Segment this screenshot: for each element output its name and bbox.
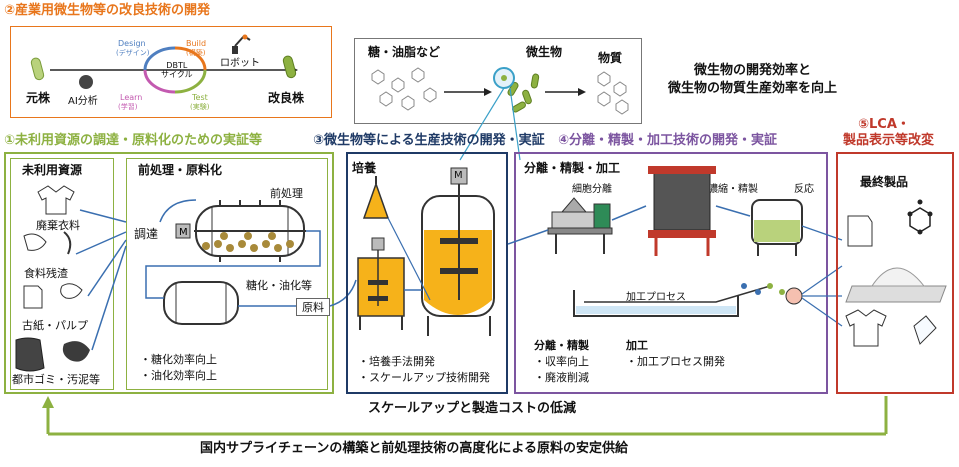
dbtl-box	[10, 26, 332, 118]
learn-jp-label: (学習)	[118, 103, 138, 111]
robot-label: ロボット	[220, 58, 260, 69]
improved-strain-label: 改良株	[268, 91, 305, 105]
test-jp-label: (実験)	[190, 103, 210, 111]
raw-material-label: 原料	[302, 301, 324, 314]
build-jp-label: (構築)	[186, 49, 206, 57]
separation-bullets: 収率向上 廃液削減	[534, 354, 589, 386]
dbtl-label: DBTL サイクル	[161, 61, 193, 79]
section3-bullets: 培養手法開発 スケールアップ技術開発	[358, 354, 490, 386]
microbe-label: 微生物	[526, 45, 563, 59]
processing-bullets: 加工プロセス開発	[626, 354, 725, 370]
bullet-culture-method: 培養手法開発	[358, 354, 490, 370]
bullet-liquefaction: 油化効率向上	[140, 368, 217, 384]
substance-label: 物質	[598, 51, 623, 65]
section5-title-line2: 製品表示等改変	[843, 133, 935, 148]
pretreat-box	[126, 158, 328, 390]
resource-paper: 古紙・パルプ	[22, 319, 88, 332]
reaction-label: 反応	[794, 184, 814, 195]
section5-title-line1: ⑤LCA・	[858, 117, 910, 132]
conversion-box	[354, 38, 642, 124]
processing-label: 加工プロセス	[626, 292, 686, 303]
separation-title: 分離・精製	[534, 339, 589, 352]
ai-analysis-label: AI分析	[68, 96, 98, 107]
pretreat-motor-label: M	[179, 227, 188, 238]
processing-title: 加工	[626, 339, 648, 352]
design-jp-label: (デザイン)	[116, 49, 150, 57]
supply-chain-text: 国内サプライチェーンの構築と前処理技術の高度化による原料の安定供給	[200, 441, 628, 456]
section1-box	[4, 152, 334, 394]
section2-title: ②産業用微生物等の改良技術の開発	[4, 3, 211, 18]
final-products-title: 最終製品	[860, 175, 909, 189]
test-label: Test	[192, 93, 208, 102]
learn-label: Learn	[120, 93, 143, 102]
bullet-yield: 収率向上	[534, 354, 589, 370]
bullet-waste-liquid: 廃液削減	[534, 370, 589, 386]
pretreatment-label: 前処理	[270, 187, 303, 200]
concentrate-label: 濃縮・精製	[708, 184, 758, 195]
pretreat-title: 前処理・原料化	[138, 163, 223, 177]
section1-bullets: 糖化効率向上 油化効率向上	[140, 352, 217, 384]
culture-title: 培養	[352, 161, 377, 175]
section4-title: ④分離・精製・加工技術の開発・実証	[558, 133, 778, 148]
section5-box	[836, 152, 954, 394]
goal-line1: 微生物の開発効率と	[694, 63, 812, 78]
build-label: Build	[186, 39, 207, 48]
input-label: 糖・油脂など	[368, 45, 441, 59]
culture-motor-label: M	[454, 170, 463, 181]
saccharification-label: 糖化・油化等	[246, 279, 312, 292]
resources-box	[10, 158, 114, 390]
bullet-process-dev: 加工プロセス開発	[626, 354, 725, 370]
original-strain-label: 元株	[26, 91, 51, 105]
bullet-saccharification: 糖化効率向上	[140, 352, 217, 368]
section3-title: ③微生物等による生産技術の開発・実証	[313, 133, 545, 148]
section4-box	[514, 152, 828, 394]
procurement-label: 調達	[134, 227, 159, 241]
bullet-scaleup: スケールアップ技術開発	[358, 370, 490, 386]
scaleup-text: スケールアップと製造コストの低減	[368, 401, 577, 416]
goal-line2: 微生物の物質生産効率を向上	[668, 81, 838, 96]
resource-waste: 都市ゴミ・汚泥等	[12, 373, 100, 386]
section1-title: ①未利用資源の調達・原料化のための実証等	[4, 133, 263, 148]
resources-title: 未利用資源	[22, 163, 83, 177]
cell-separation-label: 細胞分離	[572, 184, 612, 195]
section3-box	[346, 152, 508, 394]
design-label: Design	[118, 39, 146, 48]
resource-clothing: 廃棄衣料	[36, 219, 80, 232]
section4-box-title: 分離・精製・加工	[524, 161, 621, 175]
raw-material-box	[296, 298, 330, 316]
resource-food: 食料残渣	[24, 267, 68, 280]
